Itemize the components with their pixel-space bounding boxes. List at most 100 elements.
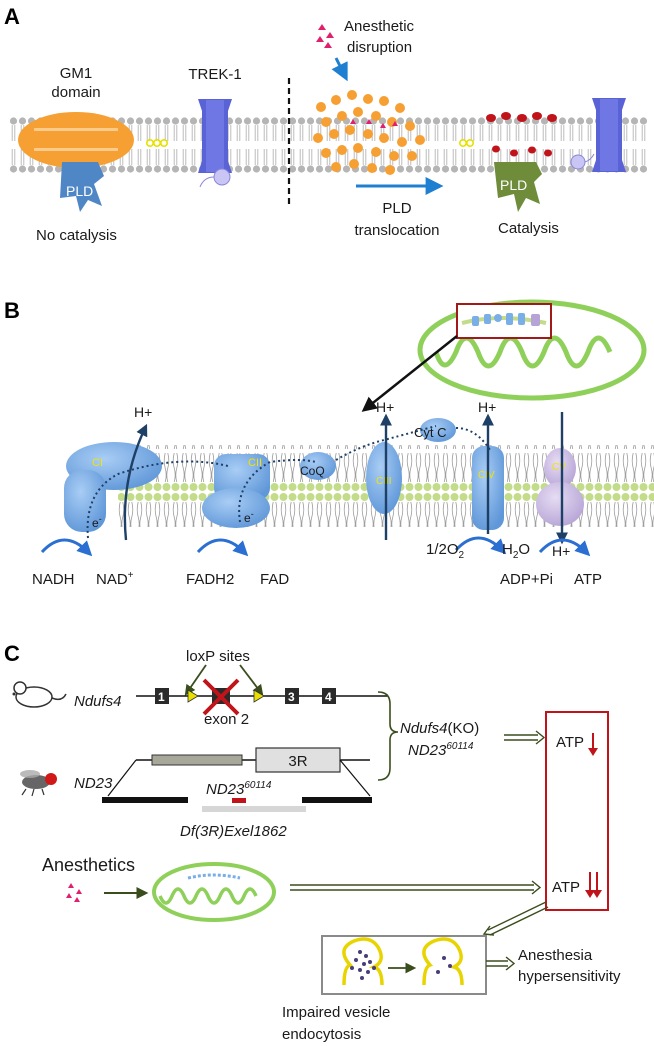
proton-arrow-ci <box>123 423 148 541</box>
pip2-lipids <box>486 112 557 157</box>
loxp-site-left <box>187 689 199 703</box>
impaired-endocytosis-line1: Impaired vesicle <box>282 1004 390 1021</box>
gm1-domain <box>18 112 134 168</box>
zoom-box-complexes <box>461 313 547 326</box>
h-plus-ciii: H+ <box>376 399 394 415</box>
deficiency-segment-right <box>302 797 372 803</box>
nadh-label: NADH <box>32 571 75 588</box>
yellow-lipid-marks-left <box>146 139 169 148</box>
double-arrow-mito-atp <box>290 880 542 895</box>
fly-icon <box>20 770 57 797</box>
h2o-label: H2O <box>502 541 530 561</box>
atp-decrease-arrow-double <box>585 872 602 898</box>
trek1-channel-right <box>570 98 626 172</box>
h-plus-cv: H+ <box>552 543 570 559</box>
reaction-arrow-o2 <box>454 536 507 555</box>
complex-iv-label: CIV <box>478 470 495 481</box>
coq-ubiquinone <box>300 452 336 480</box>
no-catalysis-label: No catalysis <box>36 227 117 244</box>
complex-v-atp-synthase <box>536 448 584 526</box>
zoom-line-right <box>339 759 371 797</box>
atp-summary-box <box>545 711 609 911</box>
anesthetic-molecules-icon <box>316 24 334 48</box>
panel-b-letter: B <box>4 298 20 323</box>
double-arrow-vesicle-hyper <box>486 956 516 971</box>
atp-label-anesthetics: ATP <box>552 879 580 896</box>
exon-2-deletion-mark <box>202 678 240 716</box>
ndufs4-gene-label: Ndufs4 <box>74 693 122 710</box>
panel-a-letter: A <box>4 4 20 29</box>
pld-label-left: PLD <box>66 183 93 199</box>
complex-i-label: CI <box>92 457 103 469</box>
hypersensitivity-line1: Anesthesia <box>518 947 593 964</box>
anesthetic-arrow <box>331 57 348 82</box>
reaction-arrow-fadh2 <box>196 538 249 557</box>
anesthetic-label-line1: Anesthetic <box>344 18 415 35</box>
nd23-allele-label: ND2360114 <box>206 780 272 798</box>
exon2-label: exon 2 <box>204 711 249 728</box>
anesthetic-label-line2: disruption <box>347 39 412 56</box>
nad-label: NAD+ <box>96 570 134 588</box>
exon-4-box <box>322 688 336 704</box>
impaired-endocytosis-line2: endocytosis <box>282 1026 361 1043</box>
complex-iii <box>366 442 402 514</box>
double-arrow-atp-vesicle <box>482 901 549 936</box>
ko-genotype-line1: Ndufs4(KO) <box>400 720 479 737</box>
genotype-brace <box>377 691 399 781</box>
atp-decrease-arrow-single <box>588 733 598 756</box>
nd23-gene-label: ND23 <box>74 775 113 792</box>
trek-label: TREK-1 <box>188 66 241 83</box>
loxp-label: loxP sites <box>186 648 250 665</box>
reaction-arrow-atp <box>538 538 591 557</box>
pld-label-right: PLD <box>500 177 527 193</box>
deficiency-label: Df(3R)Exel1862 <box>180 823 287 840</box>
exon-1-label: 1 <box>158 690 165 704</box>
vesicle-depleted <box>422 937 464 986</box>
anesthetics-molecules-icon-c <box>66 883 82 902</box>
nd23-allele-mark <box>232 798 246 803</box>
deficiency-segment-left <box>102 797 188 803</box>
zoom-arrow <box>361 335 458 412</box>
catalysis-label: Catalysis <box>498 220 559 237</box>
reaction-arrow-nadh <box>40 538 93 557</box>
h-plus-civ: H+ <box>478 399 496 415</box>
complex-v-label: CV <box>552 462 566 473</box>
loxp-site-right <box>253 689 265 703</box>
exon-1-box <box>155 688 169 704</box>
trek1-channel-left <box>198 99 232 188</box>
loxp-arrow-right <box>239 664 264 696</box>
exon-3-label: 3 <box>288 690 295 704</box>
hypersensitivity-line2: hypersensitivity <box>518 968 621 985</box>
chromosome-3r-label: 3R <box>288 753 307 770</box>
anesthetic-in-membrane <box>350 119 398 128</box>
vesicle-full <box>342 937 384 986</box>
gm1-label-line1: GM1 <box>60 65 93 82</box>
translocation-label-line1: PLD <box>382 200 411 217</box>
cytochrome-c <box>420 418 456 442</box>
coq-label: CoQ <box>300 464 325 478</box>
electron-transport-path <box>86 425 491 539</box>
yellow-lipid-marks-right <box>458 139 474 148</box>
fad-label: FAD <box>260 571 289 588</box>
electron-label-cii: e- <box>244 509 254 525</box>
cytc-label: Cyt C <box>414 425 447 440</box>
exon-4-label: 4 <box>325 690 332 704</box>
nd23-gene-box <box>151 754 243 766</box>
panel-c-letter: C <box>4 641 20 666</box>
zoom-line-left <box>107 759 137 797</box>
half-o2-label: 1/2O2 <box>426 541 465 561</box>
fadh2-label: FADH2 <box>186 571 234 588</box>
pld-enzyme-left <box>60 162 104 212</box>
complex-ii-label: CII <box>248 457 262 469</box>
mouse-icon <box>12 681 67 708</box>
h-plus-ci: H+ <box>134 404 152 420</box>
loxp-arrow-left <box>184 664 207 696</box>
translocation-label-line2: translocation <box>354 222 439 239</box>
double-arrow-genotype-atp <box>504 730 546 745</box>
pld-enzyme-right <box>494 162 542 212</box>
deletion-span <box>202 806 306 812</box>
anesthetics-label: Anesthetics <box>42 855 135 875</box>
adp-label: ADP+Pi <box>500 571 553 588</box>
